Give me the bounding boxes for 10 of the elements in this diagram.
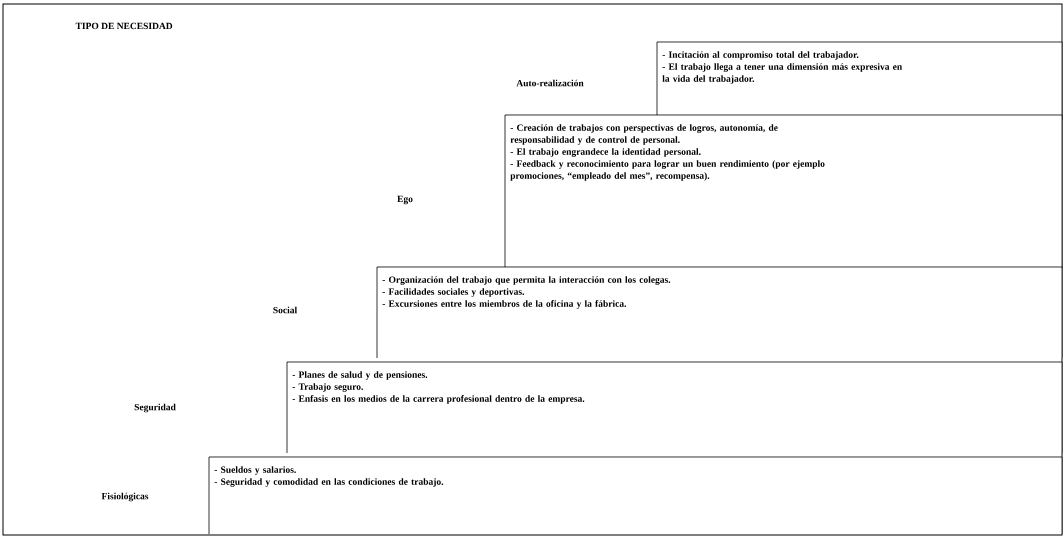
need-box: - Planes de salud y de pensiones. - Trabajo seguro. - Enfasis en los medios de la carrera profesional dentro de la empresa. (286, 361, 1063, 454)
need-box: - Sueldos y salarios. - Seguridad y comodidad en las condiciones de trabajo. (208, 456, 1063, 535)
level-label: Social (273, 306, 297, 314)
heading: TIPO DE NECESIDAD (75, 22, 173, 30)
need-box: - Organización del trabajo que permita la interacción con los colegas. - Facilidades sociales y deportivas. - Excursiones entre los miembros de la oficina y la fábrica. (376, 266, 1063, 359)
level-label: Auto-realización (516, 79, 584, 87)
level-label: Seguridad (134, 403, 176, 413)
level-label: Fisiológicas (101, 492, 149, 502)
level-label: Ego (397, 195, 413, 205)
need-box: - Incitación al compromiso total del trabajador. - El trabajo llega a tener una dimensión más expresiva en la vida del trabajador. (656, 41, 1063, 121)
